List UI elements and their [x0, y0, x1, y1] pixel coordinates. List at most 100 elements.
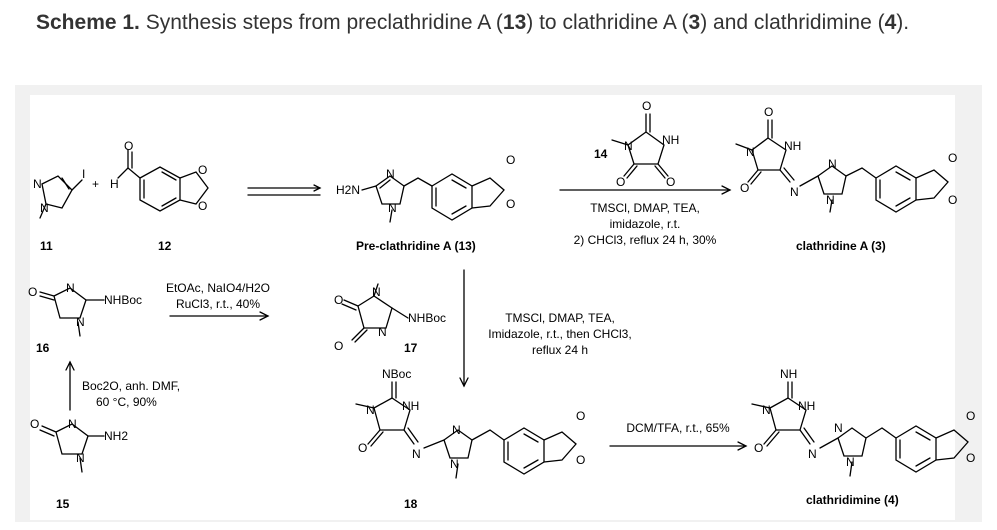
structure-16: [39, 287, 105, 337]
structure-18: [355, 381, 577, 479]
structure-3: [735, 119, 949, 213]
atom-o: O: [506, 153, 515, 167]
atom-h: H: [110, 177, 119, 191]
atom-o: O: [28, 285, 37, 299]
atom-o: O: [358, 441, 367, 455]
atom-o: O: [754, 441, 763, 455]
atom-o: O: [616, 175, 625, 189]
atom-nh: NH: [784, 139, 801, 153]
atom-n: N: [33, 177, 42, 191]
scheme-figure: [30, 95, 955, 520]
condition-r3-line1: TMSCl, DMAP, TEA,: [505, 311, 615, 325]
condition-r4-line1: Boc2O, anh. DMF,: [82, 379, 180, 393]
atom-n: N: [372, 285, 381, 299]
caption-text-4: ).: [896, 11, 910, 34]
atom-o: O: [576, 409, 585, 423]
compound-label-17: 17: [404, 341, 418, 355]
compound-label-13: Pre-clathridine A (13): [356, 239, 476, 253]
atom-n: N: [68, 417, 77, 431]
reaction-conditions: TMSCl, DMAP, TEA, imidazole, r.t. 2) CHC…: [82, 201, 730, 435]
condition-r1-line1: TMSCl, DMAP, TEA,: [590, 201, 700, 215]
atom-nh2: NH2: [104, 429, 128, 443]
atom-i: I: [82, 167, 85, 181]
structure-15: [39, 423, 105, 473]
atom-n: N: [826, 193, 835, 207]
atom-o: O: [576, 453, 585, 467]
atom-n: N: [846, 455, 855, 469]
atom-o: O: [124, 139, 133, 153]
condition-r2-line2: RuCl3, r.t., 40%: [176, 297, 260, 311]
compound-label-11: 11: [40, 239, 53, 253]
atom-n: N: [790, 185, 799, 199]
atom-n: N: [40, 201, 49, 215]
condition-r3-line2: Imidazole, r.t., then CHCl3,: [488, 327, 631, 341]
condition-r2-line1: EtOAc, NaIO4/H2O: [166, 281, 270, 295]
caption-num-1: 13: [502, 11, 527, 34]
atom-n: N: [412, 447, 421, 461]
caption-num-2: 3: [688, 11, 701, 34]
atom-nh: NH: [798, 399, 815, 413]
atom-n: N: [366, 403, 375, 417]
condition-r3-line3: reflux 24 h: [532, 343, 588, 357]
atom-n: N: [386, 167, 395, 181]
atom-n: N: [450, 457, 459, 471]
compound-label-16: 16: [36, 341, 50, 355]
atom-o: O: [666, 175, 675, 189]
condition-r1-line2: imidazole, r.t.: [610, 217, 681, 231]
atom-n: N: [624, 139, 633, 153]
atom-n: N: [746, 145, 755, 159]
condition-r1-line3: 2) CHCl3, reflux 24 h, 30%: [574, 233, 717, 247]
caption-text-3: ) and clathridimine (: [700, 11, 885, 34]
atom-n: N: [66, 281, 75, 295]
atom-o: O: [948, 151, 957, 165]
condition-r5-line1: DCM/TFA, r.t., 65%: [626, 421, 730, 435]
atom-n: N: [378, 325, 387, 339]
plus-sign: +: [92, 177, 99, 191]
atom-n: N: [834, 421, 843, 435]
atom-o: O: [334, 339, 343, 353]
atom-o: O: [966, 451, 975, 465]
atom-nhboc: NHBoc: [104, 293, 142, 307]
atom-n: N: [76, 451, 85, 465]
atom-nboc: NBoc: [382, 367, 411, 381]
atom-nh: NH: [780, 367, 797, 381]
compound-label-14: 14: [594, 147, 608, 161]
atom-h2n: H2N: [336, 183, 360, 197]
compound-label-4: clathridimine (4): [806, 493, 899, 507]
atom-o: O: [966, 409, 975, 423]
atom-nhboc: NHBoc: [408, 311, 446, 325]
caption-text-1: Synthesis steps from preclathridine A (: [139, 11, 503, 34]
atom-labels: N N I + H O O O H2N N N O O O N NH O O O…: [28, 99, 975, 471]
atom-n: N: [452, 423, 461, 437]
structure-17: [341, 283, 409, 343]
atom-o: O: [948, 193, 957, 207]
atom-o: O: [642, 99, 651, 113]
caption-text-2: ) to clathridine A (: [526, 11, 689, 34]
compound-label-18: 18: [404, 497, 418, 511]
atom-nh: NH: [662, 133, 679, 147]
structure-4: [751, 381, 969, 477]
scheme-caption: Scheme 1. Synthesis steps from preclathr…: [36, 6, 964, 39]
atom-o: O: [198, 199, 207, 213]
atom-o: O: [506, 197, 515, 211]
atom-o: O: [198, 163, 207, 177]
structure-14: [611, 113, 669, 179]
atom-n: N: [76, 315, 85, 329]
atom-n: N: [388, 201, 397, 215]
atom-o: O: [764, 105, 773, 119]
caption-prefix: Scheme 1.: [36, 11, 140, 34]
compound-label-15: 15: [56, 497, 70, 511]
atom-nh: NH: [402, 399, 419, 413]
atom-n: N: [762, 403, 771, 417]
atom-o: O: [740, 181, 749, 195]
atom-n: N: [808, 447, 817, 461]
atom-o: O: [334, 293, 343, 307]
compound-labels: 11 12 Pre-clathridine A (13) 14 clathrid…: [36, 147, 899, 511]
compound-label-3: clathridine A (3): [796, 239, 886, 253]
caption-num-3: 4: [884, 11, 897, 34]
structure-13: [361, 173, 505, 223]
structure-11: [39, 175, 83, 219]
atom-o: O: [30, 417, 39, 431]
compound-label-12: 12: [158, 239, 172, 253]
